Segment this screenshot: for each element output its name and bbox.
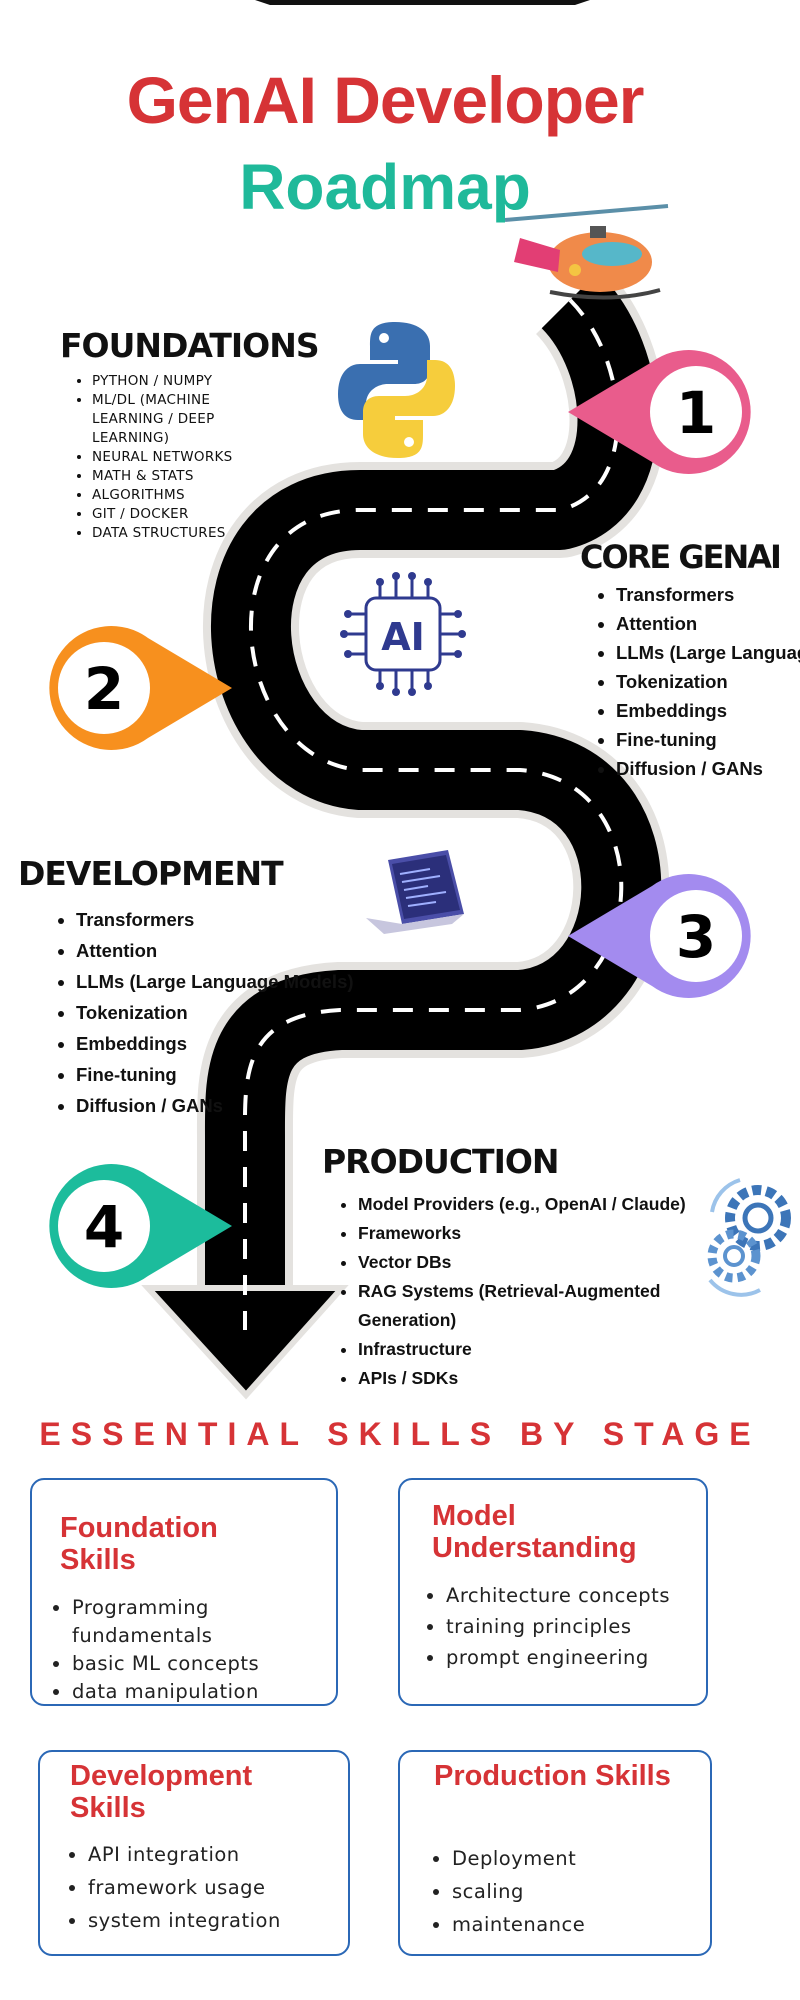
list-item: data manipulation	[72, 1678, 342, 1706]
list-item: Frameworks	[358, 1219, 718, 1248]
list-item: scaling	[452, 1875, 722, 1908]
list-item: Vector DBs	[358, 1248, 718, 1277]
list-item: ML/DL (Machine Learning / Deep Learning)	[92, 391, 272, 448]
laptop-icon	[366, 850, 464, 934]
list-item: Python / NumPy	[92, 372, 272, 391]
stage-heading-core-genai: CORE GENAI	[580, 538, 782, 576]
skill-card-list: Deployment scaling maintenance	[426, 1842, 722, 1941]
stage-list-foundations: Python / NumPy ML/DL (Machine Learning /…	[70, 372, 272, 543]
list-item: LLMs (Large Language Models)	[76, 966, 416, 997]
list-item: Deployment	[452, 1842, 722, 1875]
road-center-line	[242, 298, 624, 1330]
skills-section-title: ESSENTIAL SKILLS BY STAGE	[39, 1416, 761, 1452]
stage-number-1: 1	[676, 379, 716, 447]
skill-card-list: Architecture concepts training principle…	[420, 1580, 726, 1673]
list-item: API integration	[88, 1838, 368, 1871]
list-item: RAG Systems (Retrieval-Augmented Generat…	[358, 1277, 718, 1335]
list-item: maintenance	[452, 1908, 722, 1941]
list-item: Embeddings	[76, 1028, 416, 1059]
list-item: training principles	[446, 1611, 726, 1642]
list-item: Neural Networks	[92, 448, 272, 467]
list-item: Data Structures	[92, 524, 272, 543]
gears-icon	[707, 1178, 791, 1297]
skill-card-model-understanding: Model Understanding Architecture concept…	[398, 1478, 708, 1706]
list-item: Attention	[616, 609, 800, 638]
list-item: Attention	[76, 935, 416, 966]
list-item: Math & Stats	[92, 467, 272, 486]
list-item: Architecture concepts	[446, 1580, 726, 1611]
stage-heading-development: DEVELOPMENT	[18, 854, 284, 893]
list-item: LLMs (Large Language	[616, 638, 800, 667]
list-item: Transformers	[76, 904, 416, 935]
skill-card-foundation: Foundation Skills Programming fundamenta…	[30, 1478, 338, 1706]
list-item: prompt engineering	[446, 1642, 726, 1673]
stage-number-2: 2	[84, 655, 124, 723]
stage-number-3: 3	[676, 903, 716, 971]
stage-list-production: Model Providers (e.g., OpenAI / Claude) …	[336, 1190, 718, 1393]
skill-card-title: Production Skills	[434, 1760, 671, 1792]
stage-heading-foundations: FOUNDATIONS	[60, 326, 320, 365]
skill-card-title: Model Understanding	[432, 1500, 637, 1564]
top-decoration	[255, 0, 590, 5]
skill-card-development: Development Skills API integration frame…	[38, 1750, 350, 1956]
stage-list-development: Transformers Attention LLMs (Large Langu…	[54, 904, 416, 1121]
skill-card-title: Foundation Skills	[60, 1512, 218, 1576]
skill-card-list: API integration framework usage system i…	[62, 1838, 368, 1937]
list-item: Diffusion / GANs	[616, 754, 800, 783]
list-item: Tokenization	[616, 667, 800, 696]
skill-card-title: Development Skills	[70, 1760, 253, 1824]
stage-pin-1: 1	[568, 349, 751, 474]
python-logo-icon	[338, 322, 455, 458]
stage-heading-production: PRODUCTION	[322, 1142, 560, 1181]
list-item: Fine-tuning	[616, 725, 800, 754]
list-item: Infrastructure	[358, 1335, 718, 1364]
ai-chip-label: AI	[381, 615, 425, 659]
stage-pin-4: 4	[49, 1164, 232, 1288]
stage-pin-2: 2	[49, 626, 232, 750]
list-item: system integration	[88, 1904, 368, 1937]
stage-pin-3: 3	[568, 873, 751, 998]
list-item: Git / Docker	[92, 505, 272, 524]
list-item: framework usage	[88, 1871, 368, 1904]
list-item: Embeddings	[616, 696, 800, 725]
list-item: Programming fundamentals	[72, 1594, 342, 1650]
stage-number-4: 4	[84, 1193, 124, 1261]
skill-card-list: Programming fundamentals basic ML concep…	[46, 1594, 342, 1706]
list-item: Diffusion / GANs	[76, 1090, 416, 1121]
helicopter-icon	[504, 204, 669, 300]
list-item: Fine-tuning	[76, 1059, 416, 1090]
stage-list-core-genai: Transformers Attention LLMs (Large Langu…	[594, 580, 800, 783]
ai-chip-icon: AI	[340, 572, 466, 696]
list-item: Transformers	[616, 580, 800, 609]
list-item: Model Providers (e.g., OpenAI / Claude)	[358, 1190, 718, 1219]
page-title-line-1: GenAI Developer	[126, 63, 645, 137]
list-item: basic ML concepts	[72, 1650, 342, 1678]
road-arrowhead	[141, 1285, 349, 1400]
list-item: APIs / SDKs	[358, 1364, 718, 1393]
skill-card-production: Production Skills Deployment scaling mai…	[398, 1750, 712, 1956]
page-title-line-2: Roadmap	[239, 151, 531, 223]
list-item: Algorithms	[92, 486, 272, 505]
list-item: Tokenization	[76, 997, 416, 1028]
